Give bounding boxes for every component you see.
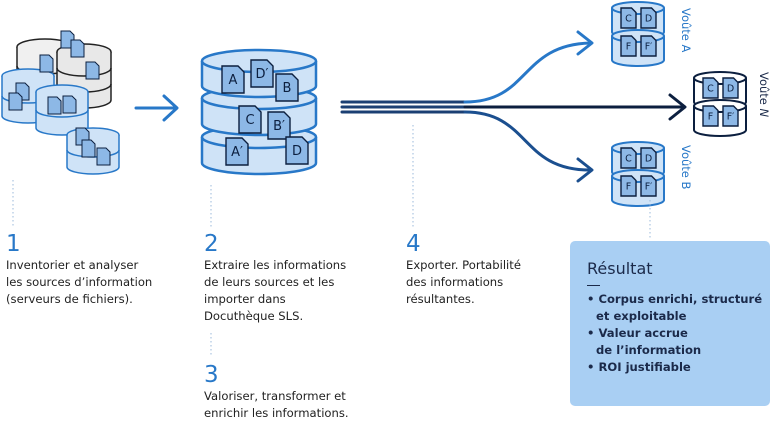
branch-to-vault-b	[463, 110, 592, 172]
server-icon	[35, 84, 89, 136]
result-list: • Corpus enrichi, structuré et exploitab…	[584, 291, 762, 376]
step-2-number: 2	[204, 231, 219, 257]
document-icon: B	[275, 73, 299, 102]
document-letter: F′	[645, 181, 653, 192]
file-icon	[70, 39, 85, 58]
document-letter: C	[625, 153, 632, 164]
vault-a-label: Voûte A	[679, 8, 693, 53]
document-icon: F′	[722, 105, 739, 127]
step-3-number: 3	[204, 362, 219, 388]
document-icon: C	[620, 147, 637, 169]
document-icon: F′	[640, 35, 657, 57]
step-1-description: Inventorier et analyser les sources d’in…	[6, 258, 153, 306]
document-icon: F	[620, 35, 637, 57]
document-icon: C	[238, 105, 262, 134]
document-icon: F	[620, 175, 637, 197]
result-item: • Corpus enrichi, structuré et exploitab…	[587, 292, 763, 323]
step-4-number: 4	[406, 231, 421, 257]
file-icon	[81, 139, 96, 158]
document-icon: C	[702, 77, 719, 99]
document-letter: D	[645, 13, 652, 24]
file-icon	[62, 95, 77, 114]
document-letter: F	[626, 181, 631, 192]
export-flow	[340, 30, 687, 183]
vault-n: C D F F′	[693, 71, 747, 137]
document-icon: D	[722, 77, 739, 99]
document-icon: D	[640, 147, 657, 169]
vault-a: C D F F′	[611, 1, 665, 67]
document-letter: D	[645, 153, 652, 164]
document-letter: A	[229, 73, 238, 88]
document-letter: F′	[727, 111, 735, 122]
step-1-number: 1	[6, 231, 21, 257]
document-icon: D	[285, 136, 309, 165]
step-4-description: Exporter. Portabilité des informations r…	[406, 258, 521, 306]
document-letter: C	[245, 113, 254, 128]
vault-n-label: Voûte N	[757, 72, 771, 118]
document-letter: F′	[645, 41, 653, 52]
result-box: Résultat • Corpus enrichi, structuré et …	[570, 241, 770, 406]
document-letter: A′	[231, 145, 243, 160]
vault-b: C D F F′	[611, 141, 665, 207]
document-icon: B′	[267, 111, 291, 140]
result-item: • ROI justifiable	[587, 360, 691, 374]
file-icon	[8, 92, 23, 111]
document-letter: F	[626, 41, 631, 52]
document-letter: C	[625, 13, 632, 24]
document-letter: D	[292, 144, 302, 159]
step-3-description: Valoriser, transformer et enrichir les i…	[204, 389, 349, 420]
file-icon	[39, 54, 54, 73]
document-letter: B	[283, 81, 292, 96]
document-icon: D	[640, 7, 657, 29]
arrow-to-docutheque	[134, 94, 179, 122]
document-icon: A′	[225, 137, 249, 166]
document-letter: B′	[273, 119, 285, 134]
file-icon	[96, 147, 111, 166]
document-letter: D′	[256, 67, 269, 82]
document-letter: D	[727, 83, 734, 94]
vault-b-label: Voûte B	[679, 145, 693, 190]
document-icon: F′	[640, 175, 657, 197]
result-title-rule	[587, 285, 600, 286]
document-icon: A	[221, 65, 245, 94]
file-icon	[85, 61, 100, 80]
file-icon	[47, 96, 62, 115]
document-icon: F	[702, 105, 719, 127]
document-letter: F	[708, 111, 713, 122]
result-title: Résultat	[587, 259, 653, 278]
branch-to-vault-a	[463, 41, 592, 104]
source-servers-cluster	[1, 30, 120, 175]
document-letter: C	[707, 83, 714, 94]
result-item: • Valeur accrue de l’information	[587, 326, 702, 357]
central-documents: A D′ B C B′ A′ D	[221, 59, 309, 166]
document-icon: C	[620, 7, 637, 29]
document-icon: D′	[250, 59, 274, 88]
step-2-description: Extraire les informations de leurs sourc…	[204, 258, 347, 323]
